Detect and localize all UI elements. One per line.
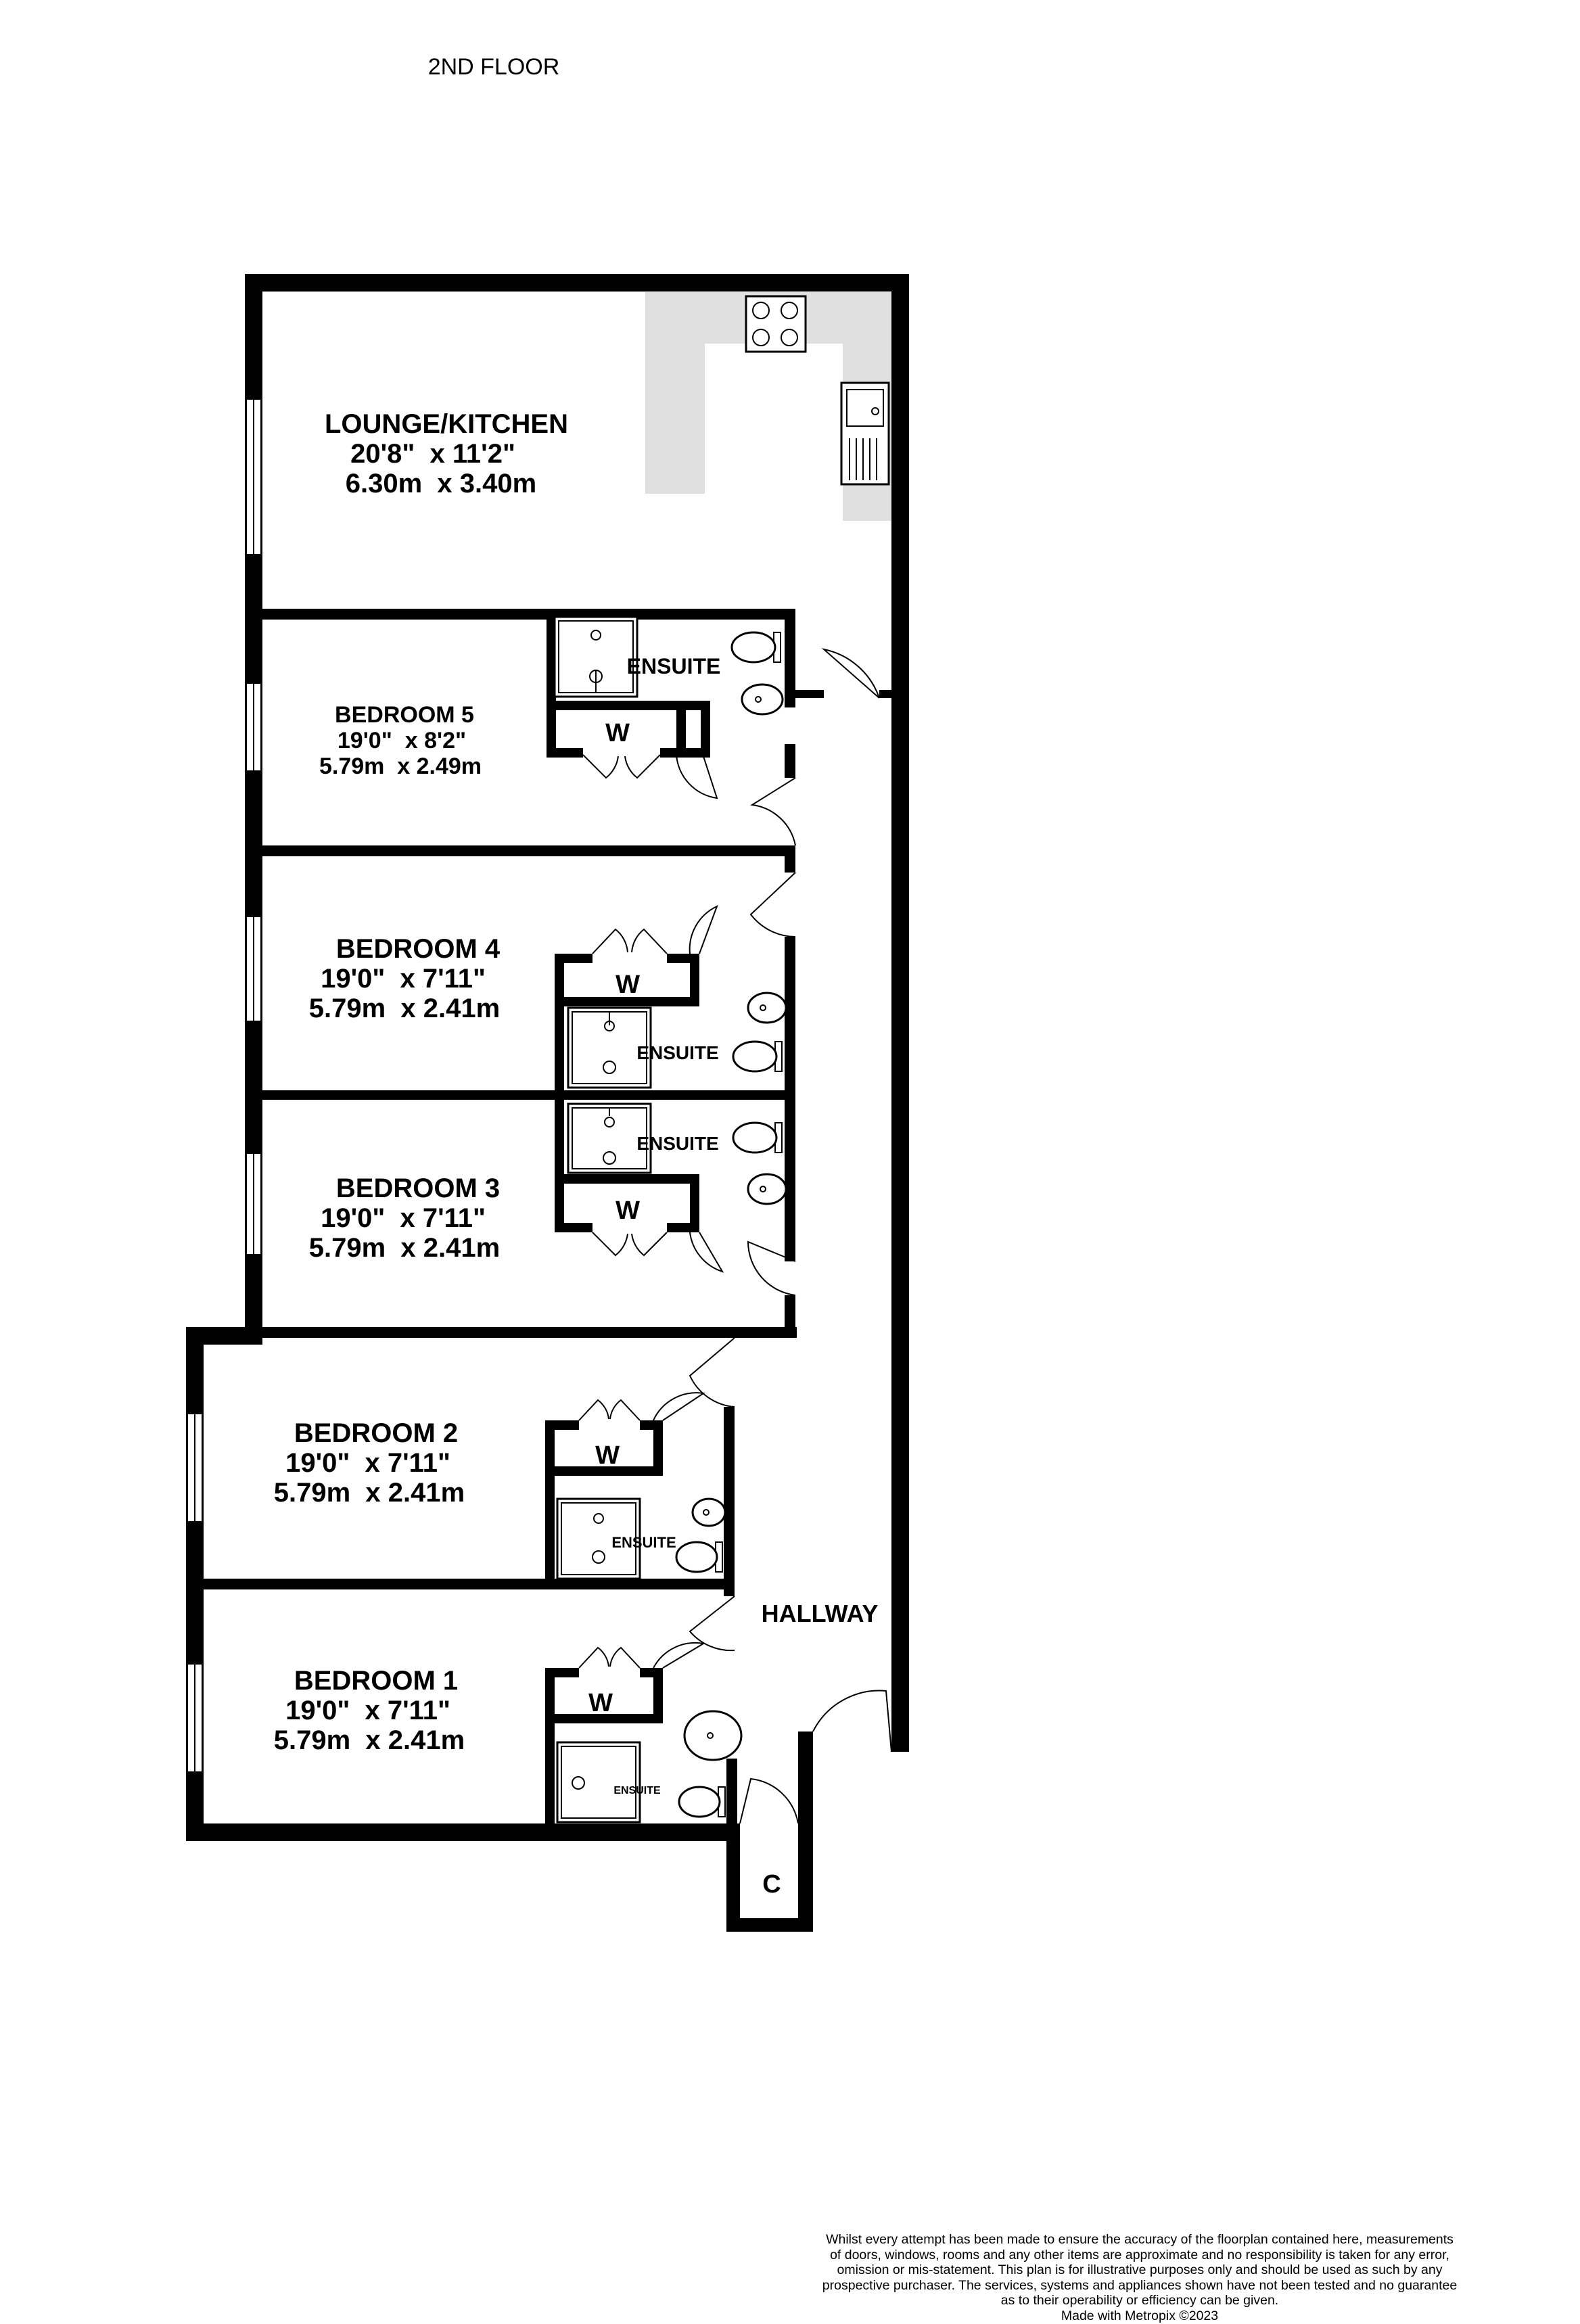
toilet-icon xyxy=(730,631,781,664)
disclaimer-line: omission or mis-statement. This plan is … xyxy=(837,2262,1443,2278)
windows xyxy=(187,398,262,1773)
basin-icon xyxy=(747,1173,787,1205)
credit: Made with Metropix ©2023 xyxy=(1061,2308,1219,2324)
ensuite-label: ENSUITE xyxy=(627,654,721,678)
shower-icon xyxy=(553,615,638,698)
room-dimensions-imperial: 20'8" x 11'2" xyxy=(350,439,515,469)
room-dimensions-metric: 5.79m x 2.41m xyxy=(274,1478,465,1508)
basin-icon xyxy=(691,1497,726,1527)
shower-icon xyxy=(556,1741,641,1823)
room-label-cupboard: C xyxy=(762,1870,781,1899)
hob-icon xyxy=(745,295,807,353)
bedroom3-ensuite-block xyxy=(555,1100,699,1232)
room-name: BEDROOM 3 xyxy=(336,1173,500,1203)
bedroom4-ensuite-block xyxy=(555,954,699,1093)
room-dimensions-metric: 5.79m x 2.41m xyxy=(309,1233,500,1263)
bedroom2-ensuite-block xyxy=(545,1420,663,1583)
room-name: BEDROOM 2 xyxy=(294,1418,458,1448)
room-label-bedroom5: BEDROOM 5 19'0" x 8'2" 5.79m x 2.49m xyxy=(319,702,482,779)
room-label-hallway: HALLWAY xyxy=(762,1600,879,1627)
room-name: BEDROOM 5 xyxy=(335,702,474,728)
bedroom1-ensuite-block xyxy=(545,1668,663,1833)
disclaimer-line: as to their operability or efficiency ca… xyxy=(1000,2293,1279,2308)
room-label-bedroom2: BEDROOM 2 19'0" x 7'11" 5.79m x 2.41m xyxy=(274,1418,465,1508)
wardrobe-label: W xyxy=(605,719,630,747)
basin-icon xyxy=(747,992,787,1024)
room-name: BEDROOM 4 xyxy=(336,934,501,964)
disclaimer-line: of doors, windows, rooms and any other i… xyxy=(830,2247,1449,2262)
disclaimer-line: prospective purchaser. The services, sys… xyxy=(822,2277,1458,2293)
disclaimer-line: Whilst every attempt has been made to en… xyxy=(826,2232,1454,2247)
wardrobe-label: W xyxy=(615,1196,640,1225)
room-label-bedroom3: BEDROOM 3 19'0" x 7'11" 5.79m x 2.41m xyxy=(309,1173,500,1263)
room-dimensions-imperial: 19'0" x 7'11" xyxy=(321,1203,486,1233)
room-label-lounge-kitchen: LOUNGE/KITCHEN 20'8" x 11'2" 6.30m x 3.4… xyxy=(325,409,568,498)
disclaimer: Whilst every attempt has been made to en… xyxy=(730,2232,1549,2324)
wardrobe-label: W xyxy=(588,1689,613,1717)
ensuite-label: ENSUITE xyxy=(636,1133,718,1154)
kitchen-sink-icon xyxy=(840,381,890,486)
room-dimensions-metric: 5.79m x 2.49m xyxy=(319,753,482,779)
toilet-icon xyxy=(732,1040,783,1073)
basin-icon xyxy=(683,1710,743,1761)
shower-icon xyxy=(556,1497,641,1580)
room-dimensions-metric: 5.79m x 2.41m xyxy=(274,1725,465,1755)
room-dimensions-imperial: 19'0" x 7'11" xyxy=(285,1448,450,1478)
ensuite-label: ENSUITE xyxy=(613,1785,661,1796)
wardrobe-label: W xyxy=(615,971,640,999)
door-swings xyxy=(578,648,892,1824)
room-name: BEDROOM 1 xyxy=(294,1666,458,1696)
shower-icon xyxy=(567,1006,652,1089)
basin-icon xyxy=(741,683,784,716)
ensuite-label: ENSUITE xyxy=(636,1042,718,1063)
floor-title: 2ND FLOOR xyxy=(428,54,560,80)
room-name: LOUNGE/KITCHEN xyxy=(325,409,568,439)
room-dimensions-metric: 6.30m x 3.40m xyxy=(346,469,536,498)
toilet-icon xyxy=(675,1541,723,1573)
room-label-bedroom1: BEDROOM 1 19'0" x 7'11" 5.79m x 2.41m xyxy=(274,1666,465,1755)
wardrobe-label: W xyxy=(595,1441,620,1470)
toilet-icon xyxy=(732,1121,783,1154)
room-dimensions-imperial: 19'0" x 7'11" xyxy=(285,1696,450,1725)
room-label-bedroom4: BEDROOM 4 19'0" x 7'11" 5.79m x 2.41m xyxy=(309,934,501,1023)
ensuite-label: ENSUITE xyxy=(611,1534,676,1551)
shower-icon xyxy=(567,1102,652,1174)
room-dimensions-imperial: 19'0" x 7'11" xyxy=(321,964,486,994)
room-dimensions-metric: 5.79m x 2.41m xyxy=(309,994,500,1023)
room-dimensions-imperial: 19'0" x 8'2" xyxy=(338,728,466,753)
toilet-icon xyxy=(678,1786,726,1818)
